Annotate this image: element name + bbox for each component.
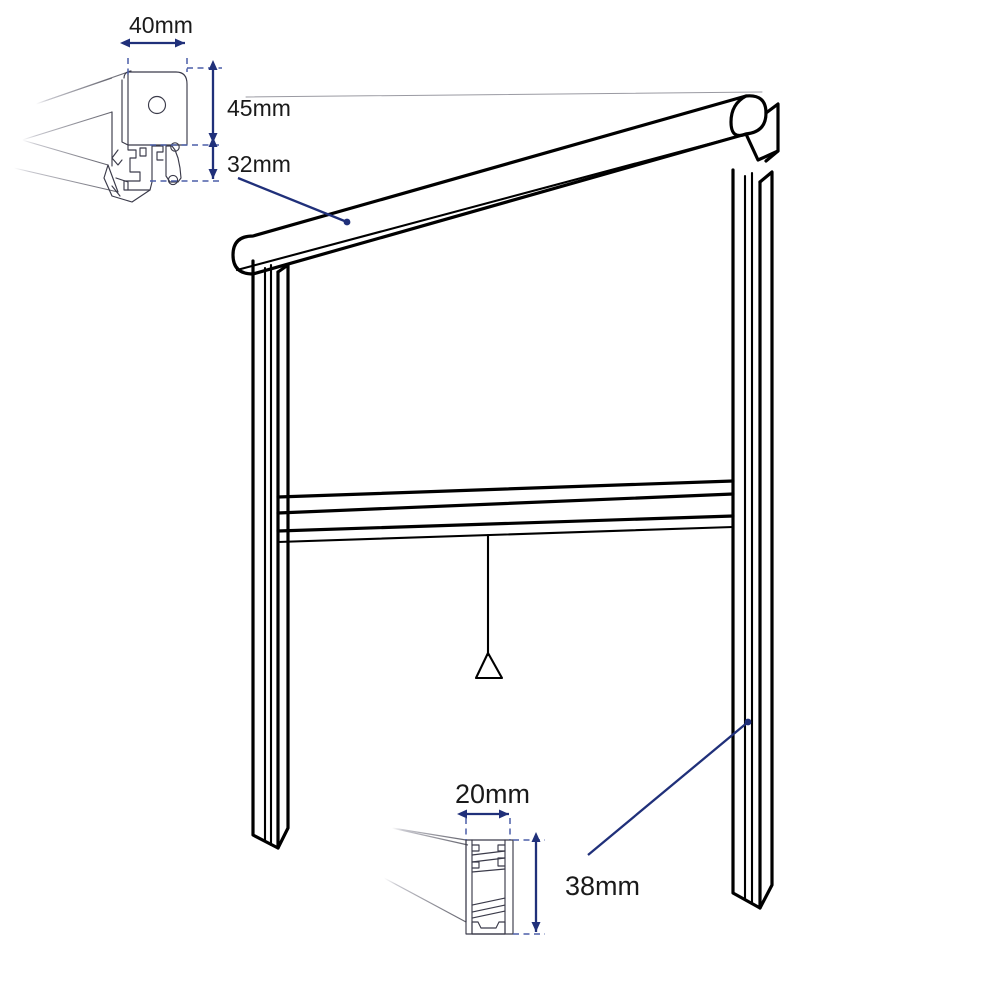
- cassette-body-lip: [123, 70, 132, 79]
- cassette-bracket-mechanism: [103, 142, 182, 203]
- cassette-ghost-lines: [13, 71, 129, 193]
- side-rail-leader-line: [587, 721, 749, 856]
- cassette-upper-height-label: 45mm: [227, 95, 291, 121]
- right-side-rail: [731, 168, 774, 910]
- top-cassette-tube: [231, 91, 780, 276]
- cassette-leader-line: [237, 176, 348, 224]
- cassette-leader-dot: [343, 218, 351, 226]
- cassette-left-wall: [121, 79, 129, 146]
- cassette-body-outline: [127, 71, 188, 146]
- cassette-lower-height-label: 32mm: [227, 151, 291, 177]
- middle-bottom-bar: [276, 479, 735, 544]
- bottom-bar-ghost-lines: [383, 827, 469, 923]
- bottom-bar-height-label: 38mm: [565, 871, 640, 901]
- bottom-bar-profile-detail: 20mm 38mm: [383, 779, 640, 935]
- bottom-bar-width-label: 20mm: [455, 779, 530, 809]
- left-side-rail: [251, 259, 290, 850]
- cassette-roller-axle-hole: [147, 95, 167, 115]
- side-rail-leader-dot: [744, 718, 752, 726]
- top-cassette-profile-detail: 40mm 45mm 32mm: [13, 12, 291, 203]
- pull-cord-assembly: [474, 533, 504, 680]
- leader-lines: [237, 176, 752, 856]
- pull-handle: [474, 651, 504, 680]
- cassette-width-label: 40mm: [129, 12, 193, 38]
- bottom-bar-outline: [465, 839, 514, 935]
- isometric-assembly-view: [231, 91, 780, 910]
- bottom-bar-internal-features: [471, 844, 506, 935]
